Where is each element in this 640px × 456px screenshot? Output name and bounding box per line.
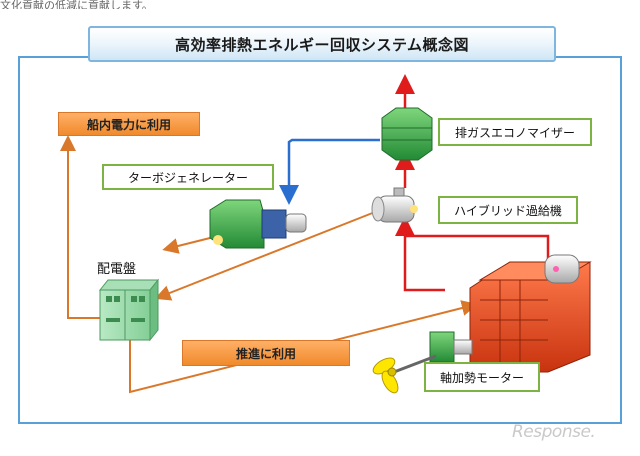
shaft-motor-label: 軸加勢モーター: [424, 362, 540, 392]
economizer-unit: [381, 107, 433, 161]
shaft-motor-unit: [393, 331, 473, 374]
power-flow: [60, 135, 478, 394]
main-engine-unit: [469, 254, 592, 373]
propulsion-label: 推進に利用: [182, 340, 350, 366]
turbo-generator-unit: [209, 199, 307, 249]
diagram-title-box: 高効率排熱エネルギー回収システム概念図: [88, 26, 556, 62]
steam-flow: [279, 138, 380, 205]
header-snippet: 文化貢献の低減に貢献します。: [0, 0, 153, 9]
exhaust-economizer-label: 排ガスエコノマイザー: [438, 118, 592, 146]
onboard-power-label: 船内電力に利用: [58, 112, 200, 136]
turbo-generator-label: ターボジェネレーター: [102, 164, 274, 190]
diagram-title: 高効率排熱エネルギー回収システム概念図: [174, 35, 470, 54]
hybrid-turbocharger-unit: [371, 187, 418, 223]
propeller-icon: [372, 357, 399, 394]
distribution-board-unit: [98, 278, 160, 342]
distribution-board-label: 配電盤: [97, 262, 137, 277]
hybrid-turbocharger-label: ハイブリッド過給機: [438, 196, 578, 224]
watermark: Response.: [512, 422, 596, 442]
